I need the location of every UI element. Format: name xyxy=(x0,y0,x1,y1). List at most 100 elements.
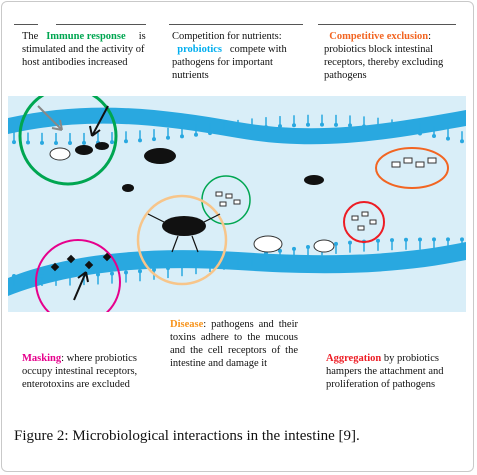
pathogen-cell xyxy=(95,142,109,150)
receptor-head xyxy=(404,237,408,242)
receptor-head xyxy=(110,271,114,276)
receptor-head xyxy=(404,129,408,134)
immune-response-caption: The Immune response is stimulated and th… xyxy=(22,30,152,69)
caption-text: : xyxy=(428,31,432,42)
receptor-head xyxy=(446,136,450,141)
caption-rule xyxy=(169,24,303,25)
receptor-head xyxy=(26,140,30,145)
receptor-head xyxy=(292,123,296,128)
receptor-head xyxy=(362,124,366,129)
receptor-head xyxy=(124,270,128,275)
disease-caption: Disease: pathogens and their toxins adhe… xyxy=(170,318,298,370)
disease-circle xyxy=(136,194,228,286)
receptor-head xyxy=(208,260,212,265)
caption-text: hampers the attachment and proliferation… xyxy=(326,366,444,390)
receptor-head xyxy=(208,131,212,136)
receptor-head xyxy=(12,140,16,145)
receptor-head xyxy=(390,127,394,132)
receptor-head xyxy=(40,273,44,278)
receptor-head xyxy=(68,141,72,146)
probiotic-cell xyxy=(253,235,283,253)
receptor-head xyxy=(320,122,324,127)
receptor-head xyxy=(54,141,58,146)
figure-caption: Figure 2: Microbiological interactions i… xyxy=(14,428,360,444)
receptor-head xyxy=(264,125,268,130)
masking-caption: Masking: where probiotics occupy intesti… xyxy=(22,352,162,391)
receptor-head xyxy=(376,238,380,243)
masking-arrow xyxy=(73,271,89,301)
receptor-head xyxy=(334,241,338,246)
receptor-head xyxy=(82,140,86,145)
receptor-head xyxy=(418,237,422,242)
disease-term: Disease xyxy=(170,319,204,330)
caption-rule xyxy=(14,24,38,25)
caption-text: by probiotics xyxy=(381,353,439,364)
caption-text: : pathogens and xyxy=(203,319,274,330)
caption-text: pathogens for important nutrients xyxy=(172,57,273,81)
competitive-exclusion-term: Competitive exclusion xyxy=(329,31,429,42)
pathogen-flagella xyxy=(147,213,221,253)
receptor-head xyxy=(96,272,100,277)
receptor-head xyxy=(250,126,254,131)
receptor-head xyxy=(250,253,254,258)
aggregation-circle xyxy=(343,201,385,243)
receptor-head xyxy=(460,139,464,144)
receptor-head xyxy=(180,264,184,269)
caption-rule xyxy=(56,24,146,25)
caption-text: is xyxy=(138,31,146,42)
caption-text: : where probiotics xyxy=(61,353,137,364)
lower-intestinal-wall xyxy=(8,242,466,296)
receptor-head xyxy=(306,122,310,127)
pathogen-cell xyxy=(75,145,93,155)
receptor-head xyxy=(418,131,422,136)
receptor-head xyxy=(180,134,184,139)
receptor-head xyxy=(278,248,282,253)
upper-receptors xyxy=(12,114,464,146)
receptor-head xyxy=(166,135,170,140)
pathogen-cell xyxy=(304,175,324,185)
receptor-head xyxy=(40,140,44,145)
receptor-head xyxy=(68,273,72,278)
receptor-head xyxy=(348,240,352,245)
receptor-head xyxy=(110,140,114,145)
masking-term: Masking xyxy=(22,353,62,364)
caption-text: Competition for nutrients: xyxy=(172,31,282,42)
receptor-head xyxy=(152,267,156,272)
receptor-head xyxy=(152,137,156,142)
receptor-head xyxy=(446,237,450,242)
pathogen-cell-large xyxy=(162,216,206,236)
receptor-head xyxy=(390,238,394,243)
receptor-head xyxy=(138,138,142,143)
receptor-head xyxy=(166,266,170,271)
receptor-head xyxy=(194,262,198,267)
competition-caption: Competition for nutrients: probiotics co… xyxy=(172,30,304,82)
intestine-interaction-diagram xyxy=(8,96,466,312)
receptor-head xyxy=(236,255,240,260)
receptor-head xyxy=(124,139,128,144)
pathogen-cell xyxy=(122,184,134,192)
receptor-head xyxy=(334,122,338,127)
receptor-head xyxy=(348,123,352,128)
aggregation-term: Aggregation xyxy=(326,353,382,364)
nutrient-cluster xyxy=(215,191,241,207)
enterotoxins xyxy=(50,252,112,272)
masking-circle xyxy=(35,239,121,312)
competitive-exclusion-caption: Competitive exclusion: probiotics block … xyxy=(324,30,458,82)
caption-text: The xyxy=(22,31,39,42)
receptor-head xyxy=(376,125,380,130)
upper-intestinal-wall xyxy=(8,107,466,145)
immune-response-term: Immune response xyxy=(46,31,126,42)
caption-text: compete with xyxy=(229,44,287,55)
receptor-head xyxy=(12,274,16,279)
receptor-head xyxy=(306,245,310,250)
caption-text: their toxins adhere to the mucous and th… xyxy=(170,319,299,369)
caption-text: occupy intestinal receptors, enterotoxin… xyxy=(22,366,138,390)
receptor-head xyxy=(278,124,282,129)
receptor-head xyxy=(292,246,296,251)
caption-text: stimulated and the activity of host anti… xyxy=(22,44,145,68)
receptor-head xyxy=(194,132,198,137)
antibody-arrow xyxy=(89,105,109,137)
receptor-head xyxy=(432,237,436,242)
receptor-head xyxy=(432,133,436,138)
probiotic-cluster xyxy=(391,157,437,168)
